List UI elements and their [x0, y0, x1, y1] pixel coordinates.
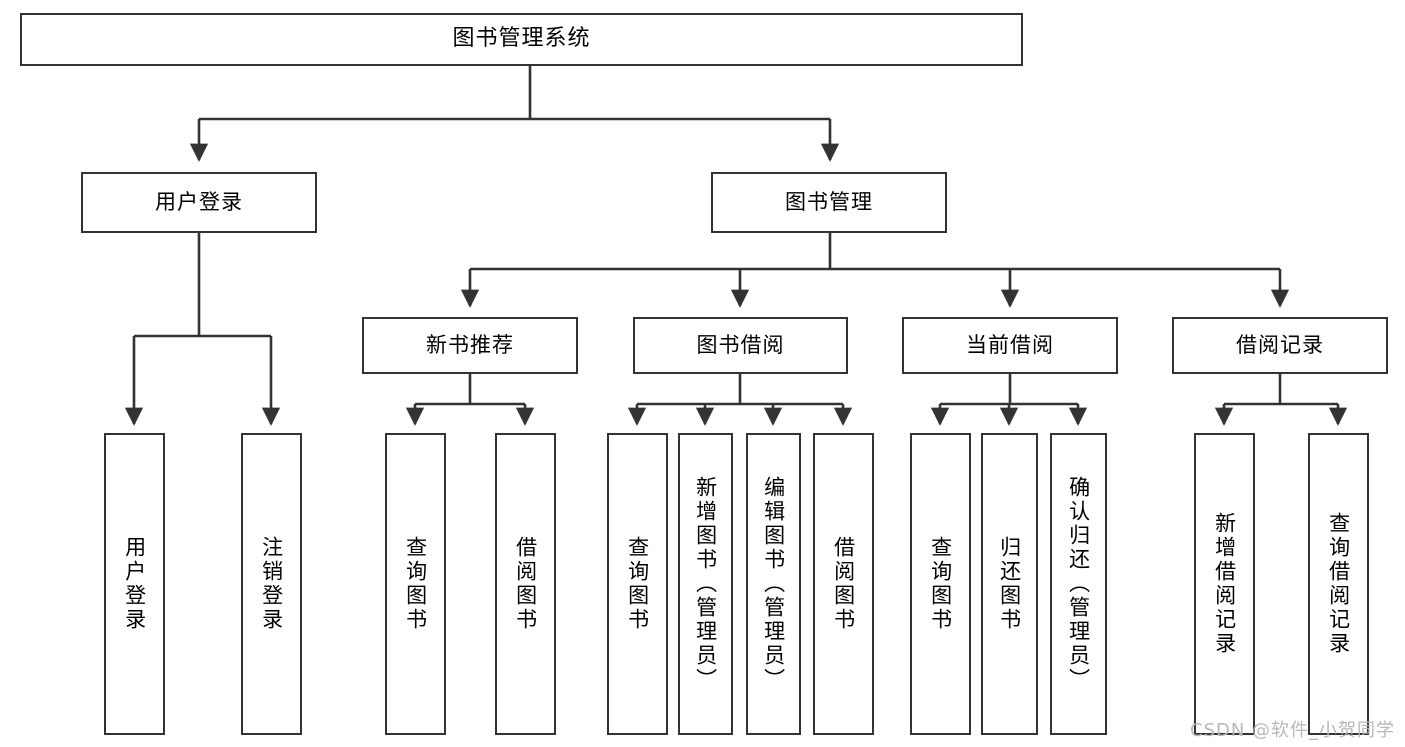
node-leaf-edit-book[interactable]: 编辑图书（管理员）: [746, 433, 801, 735]
node-leaf-query-book-3[interactable]: 查询图书: [910, 433, 971, 735]
node-label: 当前借阅: [966, 332, 1054, 357]
node-leaf-borrow-book-2[interactable]: 借阅图书: [813, 433, 874, 735]
node-label: 查询图书: [928, 536, 953, 632]
node-leaf-add-record[interactable]: 新增借阅记录: [1194, 433, 1255, 735]
node-label: 用户登录: [122, 536, 147, 632]
node-leaf-borrow-book-1[interactable]: 借阅图书: [495, 433, 556, 735]
node-label: 图书管理系统: [452, 26, 591, 52]
node-leaf-user-logout[interactable]: 注销登录: [241, 433, 302, 735]
node-label: 编辑图书（管理员）: [761, 476, 786, 692]
node-leaf-add-book[interactable]: 新增图书（管理员）: [678, 433, 733, 735]
node-label: 归还图书: [997, 536, 1022, 632]
node-leaf-query-book-1[interactable]: 查询图书: [385, 433, 446, 735]
node-leaf-return-book[interactable]: 归还图书: [981, 433, 1038, 735]
node-book-manage[interactable]: 图书管理: [711, 172, 947, 233]
node-label: 新书推荐: [426, 332, 514, 357]
node-leaf-query-book-2[interactable]: 查询图书: [607, 433, 668, 735]
node-label: 查询图书: [625, 536, 650, 632]
node-current-borrow[interactable]: 当前借阅: [902, 317, 1118, 374]
node-leaf-confirm-return[interactable]: 确认归还（管理员）: [1050, 433, 1107, 735]
node-leaf-query-record[interactable]: 查询借阅记录: [1308, 433, 1369, 735]
watermark-text: CSDN @软件_小贺同学: [1190, 720, 1396, 741]
node-label: 图书借阅: [696, 332, 785, 357]
node-label: 借阅图书: [831, 536, 856, 632]
node-borrow-record[interactable]: 借阅记录: [1172, 317, 1388, 374]
node-label: 确认归还（管理员）: [1066, 476, 1091, 692]
node-label: 查询图书: [403, 536, 428, 632]
node-user-login[interactable]: 用户登录: [81, 172, 317, 233]
node-book-borrow[interactable]: 图书借阅: [633, 317, 848, 374]
node-label: 新增借阅记录: [1212, 512, 1237, 656]
node-label: 注销登录: [259, 536, 284, 632]
node-label: 借阅图书: [513, 536, 538, 632]
node-leaf-user-login[interactable]: 用户登录: [104, 433, 165, 735]
node-root-system[interactable]: 图书管理系统: [20, 13, 1023, 66]
node-label: 用户登录: [155, 189, 243, 214]
node-label: 借阅记录: [1236, 332, 1324, 357]
node-new-book-recommend[interactable]: 新书推荐: [362, 317, 578, 374]
node-label: 查询借阅记录: [1326, 512, 1351, 656]
node-label: 新增图书（管理员）: [693, 476, 718, 692]
node-label: 图书管理: [785, 189, 873, 214]
